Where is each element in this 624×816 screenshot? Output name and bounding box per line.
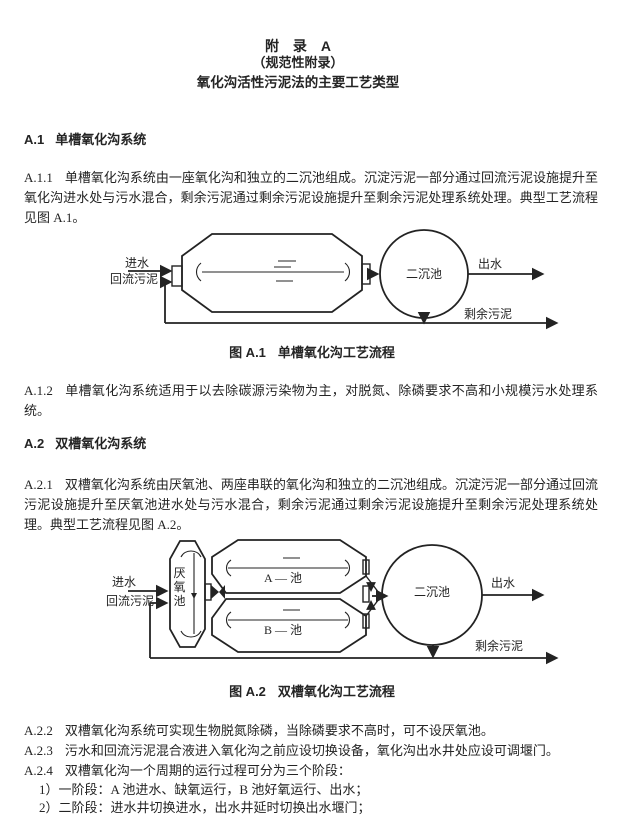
fig2-label-ditch-b: B — 池: [263, 623, 302, 637]
section-number: A.1: [24, 132, 45, 147]
switch-valve: [211, 585, 225, 599]
figure-a2-drawing: [128, 539, 559, 665]
figure-a2-diagram: 进水 回流污泥 厌氧池 A — 池 B — 池 二沉池 出水 剩余污泥: [0, 535, 624, 681]
flow-lines: [128, 584, 559, 665]
figure-number: 图 A.1: [229, 345, 266, 360]
fig2-label-outlet: 出水: [491, 576, 516, 590]
figure-a1-diagram: 进水 回流污泥 二沉池 出水 剩余污泥: [0, 228, 624, 340]
stage-item-1: 1）一阶段：A 池进水、缺氧运行，B 池好氧运行、出水；: [39, 782, 369, 797]
fig2-label-return-sludge: 回流污泥: [106, 594, 155, 608]
fig1-label-clarifier: 二沉池: [405, 267, 442, 281]
anaerobic-tank-shape: [169, 540, 206, 648]
fig1-label-inlet: 进水: [125, 256, 150, 270]
clause-text: 双槽氧化沟系统由厌氧池、两座串联的氧化沟和独立的二沉池组成。沉淀污泥一部分通过回…: [24, 477, 598, 532]
ditch-b-shape: [211, 598, 367, 653]
clause-number: A.1.2: [24, 383, 53, 398]
figure-number: 图 A.2: [229, 684, 266, 699]
figure-a1-caption: 图 A.1 单槽氧化沟工艺流程: [0, 344, 624, 362]
appendix-topic-title: 氧化沟活性污泥法的主要工艺类型: [196, 75, 400, 90]
tank-interior-marks: [180, 550, 351, 638]
fig2-label-excess-sludge: 剩余污泥: [475, 639, 524, 653]
clause-text: 单槽氧化沟系统适用于以去除碳源污染物为主，对脱氮、除磷要求不高和小规模污水处理系…: [24, 383, 598, 418]
clause-number: A.2.2: [24, 723, 53, 738]
clause-text: 污水和回流污泥混合液进入氧化沟之前应设切换设备，氧化沟出水井处应设可调堰门。: [64, 743, 559, 758]
clause-number: A.2.1: [24, 477, 53, 492]
fig1-label-return-sludge: 回流污泥: [110, 272, 159, 286]
clause-number: A.2.3: [24, 743, 53, 758]
section-title: 双槽氧化沟系统: [55, 436, 147, 451]
paragraph-a23: A.2.3 污水和回流污泥混合液进入氧化沟之前应设切换设备，氧化沟出水井处应设可调…: [24, 741, 598, 761]
fig2-label-inlet: 进水: [112, 575, 137, 589]
section-number: A.2: [24, 436, 45, 451]
clause-text: 双槽氧化沟系统可实现生物脱氮除磷，当除磷要求不高时，可不设厌氧池。: [64, 723, 494, 738]
clause-number: A.2.4: [24, 763, 53, 778]
section-heading-a1: A.1 单槽氧化沟系统: [24, 131, 598, 149]
section-heading-a2: A.2 双槽氧化沟系统: [24, 435, 598, 453]
figure-a2-caption: 图 A.2 双槽氧化沟工艺流程: [0, 683, 624, 701]
figure-title: 双槽氧化沟工艺流程: [277, 684, 395, 699]
fig2-label-ditch-a: A — 池: [263, 571, 302, 585]
title-block: 附 录 A （规范性附录） 氧化沟活性污泥法的主要工艺类型: [0, 38, 596, 92]
appendix-subtitle: （规范性附录）: [252, 55, 344, 70]
figure-title: 单槽氧化沟工艺流程: [277, 345, 395, 360]
weir-stubs: [171, 263, 371, 287]
ditch-a-shape: [211, 539, 367, 594]
stage-list: 1）一阶段：A 池进水、缺氧运行，B 池好氧运行、出水； 2）二阶段：进水井切换…: [39, 781, 598, 816]
clause-number: A.1.1: [24, 170, 53, 185]
clause-text: 双槽氧化沟一个周期的运行过程可分为三个阶段：: [64, 763, 351, 778]
paragraph-a24: A.2.4 双槽氧化沟一个周期的运行过程可分为三个阶段：: [24, 761, 598, 781]
appendix-title: 附 录 A: [264, 38, 332, 54]
fig1-label-excess-sludge: 剩余污泥: [464, 307, 513, 321]
section-title: 单槽氧化沟系统: [55, 132, 147, 147]
fig2-label-anaerobic-tank: 厌氧池: [173, 566, 186, 608]
paragraph-a22: A.2.2 双槽氧化沟系统可实现生物脱氮除磷，当除磷要求不高时，可不设厌氧池。: [24, 721, 598, 741]
stage-item-2: 2）二阶段：进水井切换进水，出水井延时切换出水堰门；: [39, 800, 371, 815]
fig1-label-outlet: 出水: [478, 257, 503, 271]
fig2-label-clarifier: 二沉池: [413, 585, 450, 599]
clause-text: 单槽氧化沟系统由一座氧化沟和独立的二沉池组成。沉淀污泥一部分通过回流污泥设施提升…: [24, 170, 598, 225]
ditch-interior-marks: [195, 260, 351, 282]
flow-lines: [128, 264, 559, 330]
figure-a1-drawing: [128, 229, 559, 330]
